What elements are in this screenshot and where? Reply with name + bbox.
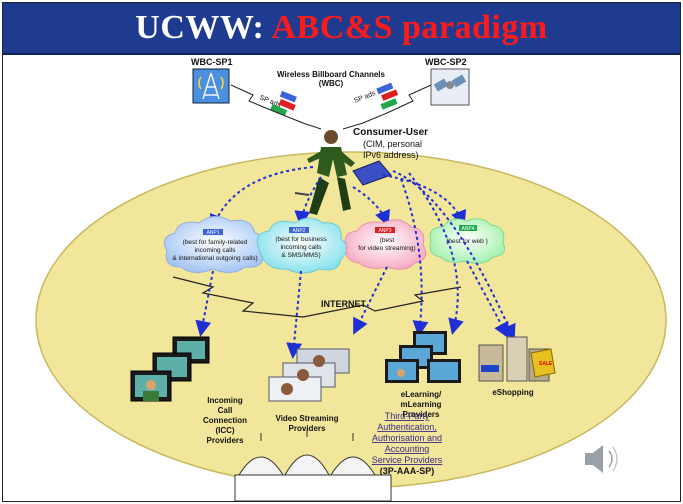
- aaa-line4: Accounting: [385, 444, 430, 454]
- laptop-icon: [352, 160, 392, 186]
- anp4-cloud: ANP4 (best for web ): [429, 218, 506, 264]
- wbc-signal-left: [230, 84, 322, 130]
- anp1-line2: incoming calls: [195, 247, 237, 254]
- anp2-tag: ANP2: [292, 228, 305, 234]
- aaa-abbr: (3P-AAA-SP): [380, 466, 435, 476]
- speaker-icon[interactable]: [585, 445, 618, 473]
- anp2-line2: incoming calls: [281, 244, 323, 251]
- icc-line4: (ICC): [215, 426, 234, 435]
- ad-channel-badges-left: [270, 90, 297, 116]
- elearning-line1: eLearning/: [401, 390, 442, 399]
- network-ellipse: [35, 151, 667, 489]
- third-party-aaa-label: Third-Party Authentication, Authorisatio…: [372, 411, 443, 476]
- icc-line1: Incoming: [207, 396, 243, 405]
- eshopping-illustration: SALE: [478, 336, 556, 382]
- consumer-user-line1: (CIM, personal: [363, 139, 422, 149]
- anp3-tag: ANP3: [378, 228, 391, 234]
- sp-ads-right: SP ads: [353, 90, 377, 105]
- aaa-line5: Service Providers: [372, 455, 443, 465]
- svg-text:SALE: SALE: [539, 361, 553, 367]
- eshopping-label: eShopping: [492, 388, 533, 397]
- user-to-anp-arrows: [209, 166, 467, 231]
- aaa-line3: Authorisation and: [372, 433, 442, 443]
- anp1-tag: ANP1: [206, 230, 219, 236]
- antenna-tower-icon: [198, 72, 224, 100]
- title-prefix: UCWW:: [135, 9, 272, 46]
- anp-to-provider-arrows: [195, 170, 516, 359]
- wbc-sp2: WBC-SP2: [425, 57, 470, 106]
- elearning-provider-illustration: [385, 331, 461, 383]
- anp2-line1: (best for business: [275, 236, 327, 243]
- abcs-diagram: WBC-SP1 WBC-SP2 Wireless Billboard Chann…: [35, 57, 667, 501]
- icc-line5: Providers: [207, 436, 244, 445]
- aaa-line1: Third-Party: [385, 411, 430, 421]
- video-line1: Video Streaming: [276, 414, 339, 423]
- icc-line2: Call: [218, 406, 233, 415]
- satellite-icon: [433, 74, 467, 92]
- anp4-line1: (best for web ): [446, 238, 488, 245]
- anp1-line1: (best for family-related: [183, 239, 248, 246]
- wbc-sp2-label: WBC-SP2: [425, 57, 467, 67]
- consumer-user-title: Consumer-User: [353, 127, 428, 138]
- aaa-line2: Authentication,: [377, 422, 437, 432]
- anp1-line3: & international outgoing calls): [172, 255, 257, 262]
- wbc-signal-right: [342, 84, 432, 130]
- anp3-line2: for video streaming): [358, 245, 415, 252]
- consumer-user-line2: IPv6 address): [363, 150, 419, 160]
- anp4-tag: ANP4: [461, 226, 474, 232]
- icc-line3: Connection: [203, 416, 247, 425]
- elearning-line2: mLearning: [401, 400, 442, 409]
- consumer-user-figure: [294, 130, 392, 215]
- anp2-line3: & SMS/MMS): [281, 252, 320, 259]
- ad-channel-badges-right: [376, 82, 399, 110]
- wbc-sp1: WBC-SP1: [191, 57, 233, 104]
- anp3-line1: (best: [380, 237, 395, 244]
- title-bar: UCWW: ABC&S paradigm: [3, 3, 680, 55]
- internet-lightning: [172, 276, 462, 318]
- internet-label: INTERNET: [321, 299, 367, 309]
- icc-provider-label: Incoming Call Connection (ICC) Providers: [203, 396, 247, 445]
- shopping-bag-icon: [530, 348, 556, 378]
- wbc-label-line1: Wireless Billboard Channels: [277, 70, 386, 79]
- video-line2: Providers: [289, 424, 326, 433]
- anp3-cloud: ANP3 (best for video streaming): [344, 219, 427, 270]
- anp1-cloud: ANP1 (best for family-related incoming c…: [163, 216, 267, 273]
- wbc-sp1-label: WBC-SP1: [191, 57, 233, 67]
- title-accent: ABC&S paradigm: [271, 9, 548, 46]
- aaa-building-illustration: [234, 429, 392, 501]
- elearning-line3: Providers: [403, 410, 440, 419]
- icc-provider-illustration: [130, 336, 210, 402]
- wbc-label-line2: (WBC): [319, 79, 344, 88]
- video-provider-illustration: [268, 348, 350, 402]
- anp2-cloud: ANP2 (best for business incoming calls &…: [256, 217, 348, 274]
